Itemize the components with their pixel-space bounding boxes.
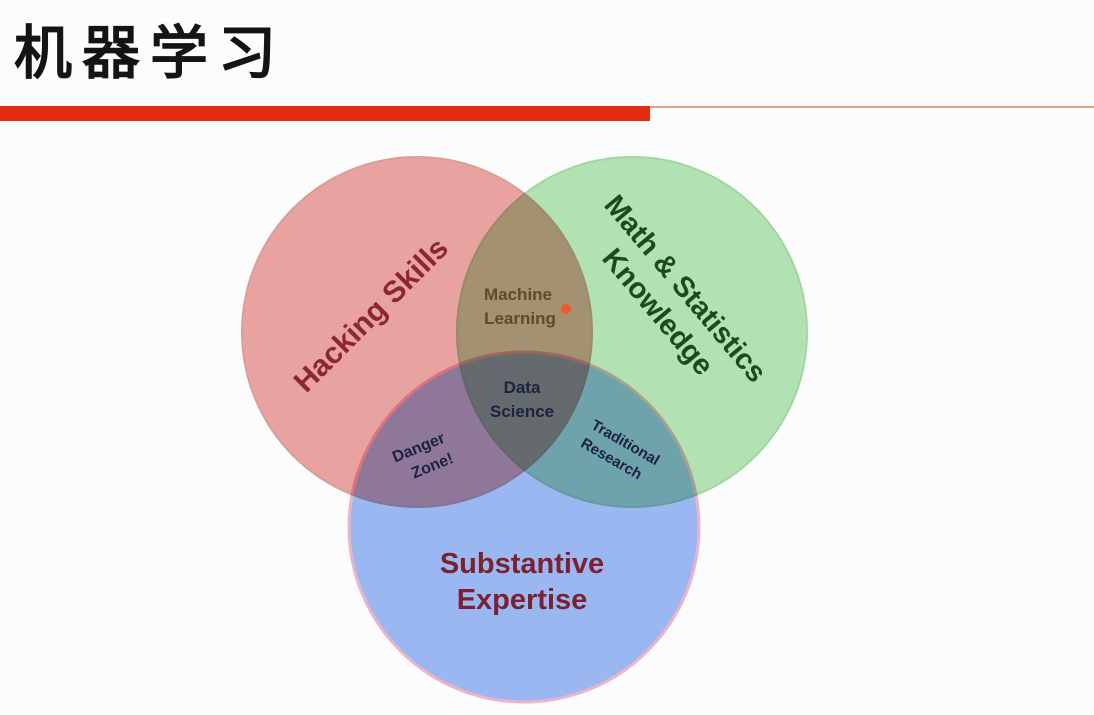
data-science-label-line2: Science <box>490 402 554 421</box>
substantive-label-line1: Substantive <box>440 548 604 580</box>
machine-learning-label-line1: Machine <box>484 285 552 304</box>
substantive-label-line2: Expertise <box>457 584 588 616</box>
machine-learning-label-line2: Learning <box>484 309 556 328</box>
pointer-dot <box>561 304 571 314</box>
substantive-expertise-circle <box>347 350 701 704</box>
slide-title: 机器学习 <box>14 19 287 87</box>
title-accent-bar <box>0 106 650 121</box>
data-science-label-line1: Data <box>504 378 541 397</box>
